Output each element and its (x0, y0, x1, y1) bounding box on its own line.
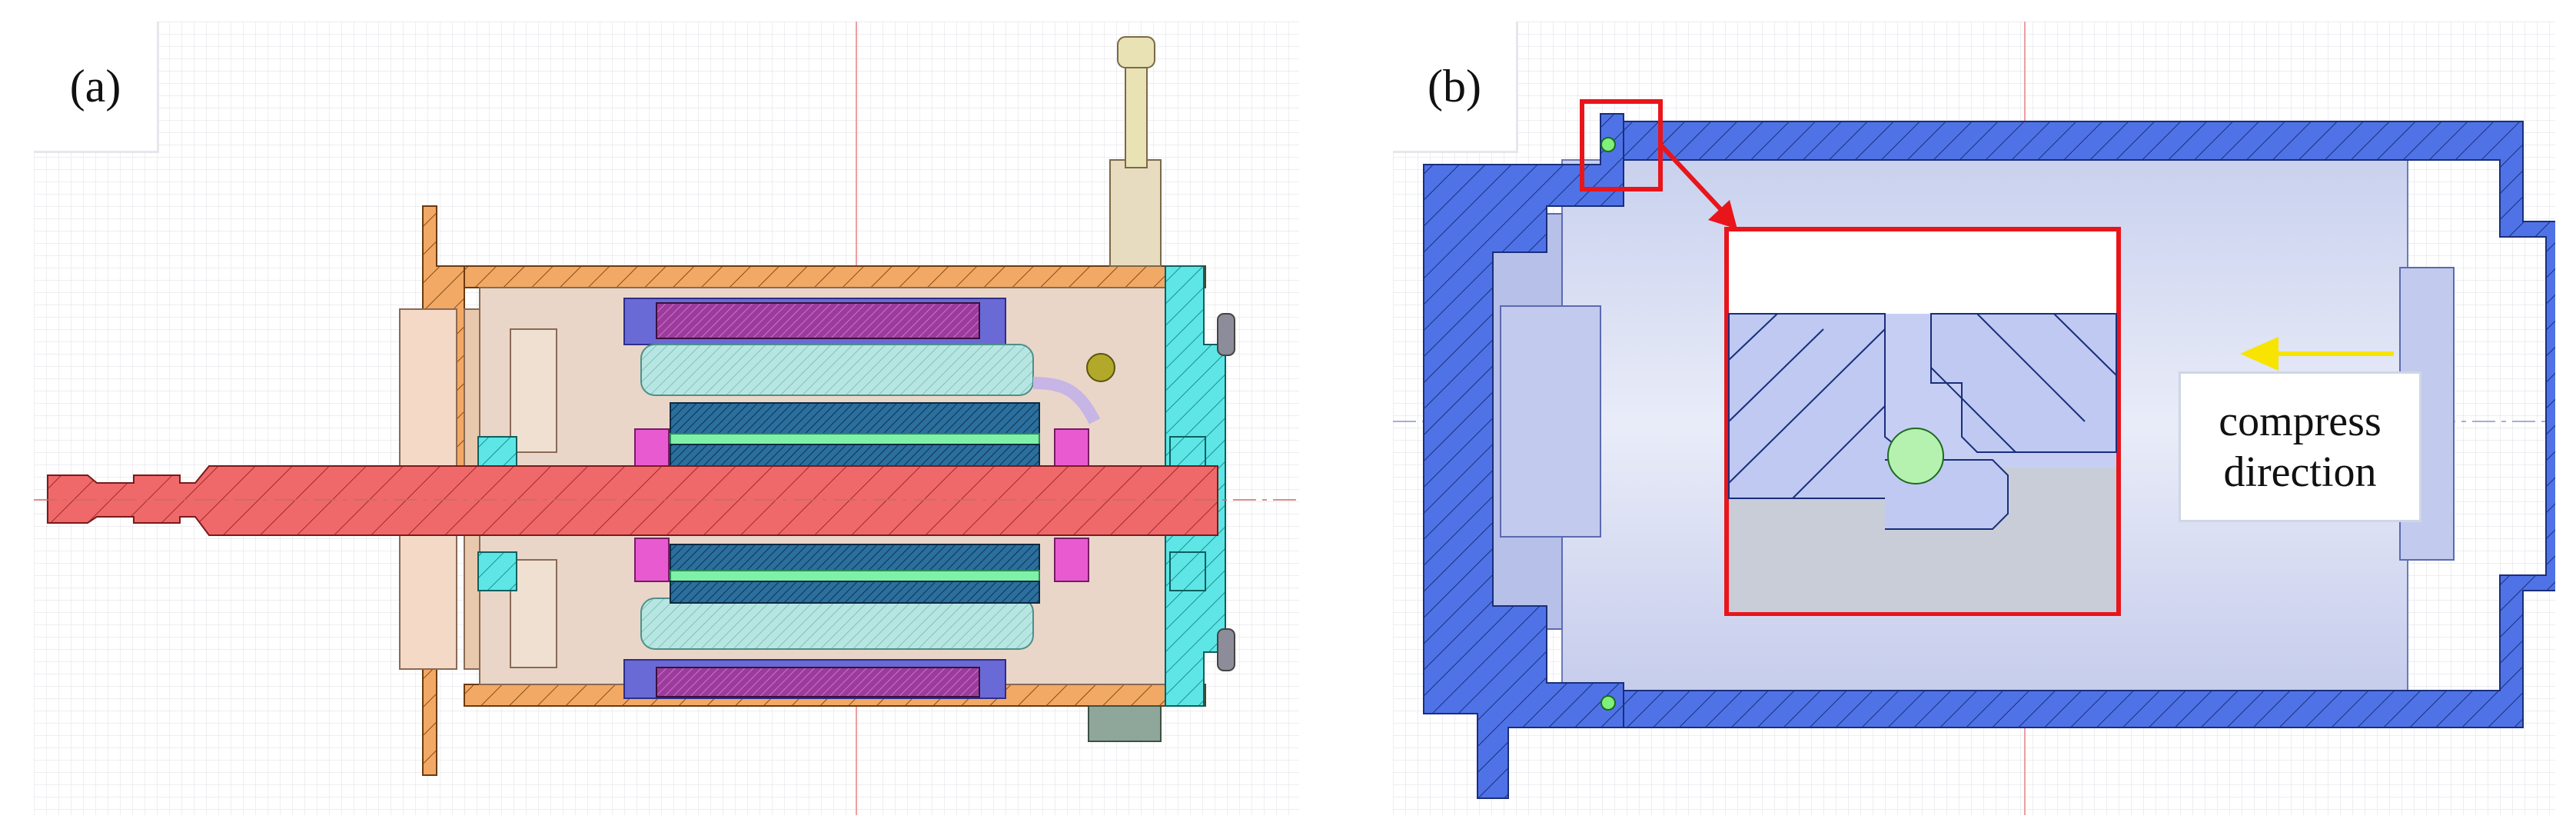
wire-terminal (1086, 353, 1115, 382)
front-cap-section (1423, 113, 1624, 799)
zoomed-seal-inset (1724, 227, 2121, 616)
panel-b-seal-detail: (b) compress direction (1393, 22, 2555, 815)
housing-seal-section (1393, 22, 2555, 815)
panel-a-label: (a) (34, 22, 159, 153)
o-ring-zoomed (1887, 428, 1944, 484)
rear-bearing-bottom (1169, 551, 1206, 591)
zoom-arrow-line (1658, 142, 1726, 215)
stator-assembly (623, 298, 1089, 699)
winding-lead-wire (1032, 377, 1101, 424)
zoom-arrow-head (1708, 200, 1737, 229)
motor-assembly-drawing (34, 22, 1299, 815)
compress-label-line2: direction (2223, 448, 2377, 496)
bottom-connector (1088, 705, 1162, 742)
o-ring-bottom (1600, 695, 1616, 711)
rotor-shaft (47, 465, 1218, 536)
bearing-seat (1500, 305, 1601, 538)
panel-a-motor-cross-section: (a) (34, 22, 1299, 815)
panel-b-label: (b) (1393, 22, 1518, 153)
front-bearing-bottom (477, 551, 517, 591)
compress-label-line1: compress (2219, 398, 2382, 445)
compress-direction-label: compress direction (2179, 371, 2421, 522)
o-ring-top (1600, 137, 1616, 152)
cable-connector (1109, 36, 1162, 267)
compress-arrow-head (2240, 337, 2279, 371)
